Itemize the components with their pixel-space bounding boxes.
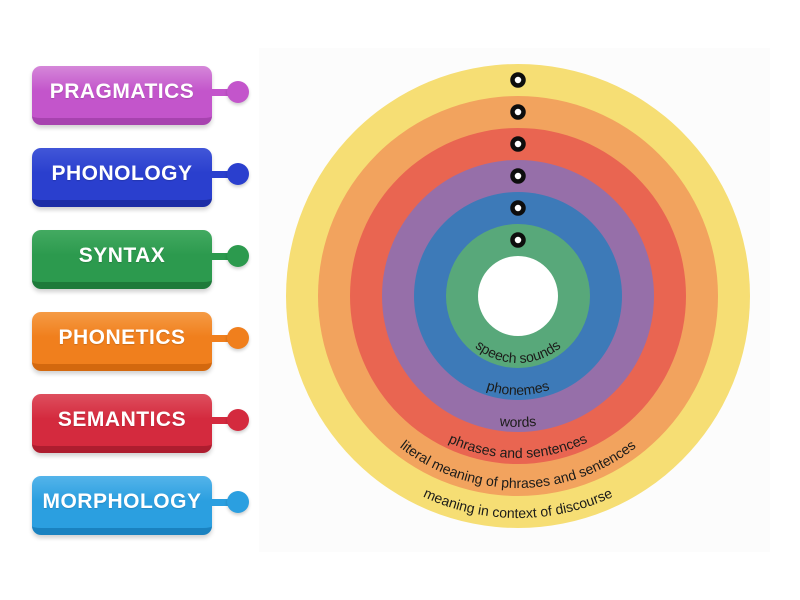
connector-line-icon [210, 89, 230, 96]
rings-diagram: meaning in context of discourse literal … [286, 64, 750, 528]
connector-dot-icon [227, 245, 249, 267]
connector-dot-icon [227, 491, 249, 513]
connector-dot-icon [227, 409, 249, 431]
label-text-phonology: PHONOLOGY [51, 162, 193, 185]
target-dot-discourse[interactable] [510, 72, 526, 88]
label-text-phonetics: PHONETICS [58, 326, 186, 349]
label-text-pragmatics: PRAGMATICS [49, 80, 195, 103]
label-tag-syntax[interactable]: SYNTAX [32, 230, 249, 289]
target-dot-phrases[interactable] [510, 136, 526, 152]
ring-label-phonemes: phonemes [485, 377, 551, 398]
label-tag-semantics[interactable]: SEMANTICS [32, 394, 249, 453]
connector-line-icon [210, 253, 230, 260]
label-tag-morphology[interactable]: MORPHOLOGY [32, 476, 249, 535]
labels-column: PRAGMATICS PHONOLOGY SYNTAX PHONETICS SE… [32, 66, 249, 535]
ring-label-words: words [498, 413, 537, 430]
connector-dot-icon [227, 163, 249, 185]
label-tag-pragmatics[interactable]: PRAGMATICS [32, 66, 249, 125]
target-dot-literal-meaning[interactable] [510, 104, 526, 120]
label-tag-phonetics[interactable]: PHONETICS [32, 312, 249, 371]
connector-dot-icon [227, 327, 249, 349]
connector-line-icon [210, 499, 230, 506]
label-text-semantics: SEMANTICS [57, 408, 187, 431]
label-tag-phonology[interactable]: PHONOLOGY [32, 148, 249, 207]
target-dot-speech-sounds[interactable] [510, 232, 526, 248]
diagram-panel: meaning in context of discourse literal … [259, 48, 770, 552]
connector-line-icon [210, 171, 230, 178]
connector-line-icon [210, 417, 230, 424]
label-text-morphology: MORPHOLOGY [42, 490, 202, 513]
label-text-syntax: SYNTAX [78, 244, 166, 267]
center-circle [478, 256, 558, 336]
target-dot-words[interactable] [510, 168, 526, 184]
connector-line-icon [210, 335, 230, 342]
connector-dot-icon [227, 81, 249, 103]
target-dot-phonemes[interactable] [510, 200, 526, 216]
